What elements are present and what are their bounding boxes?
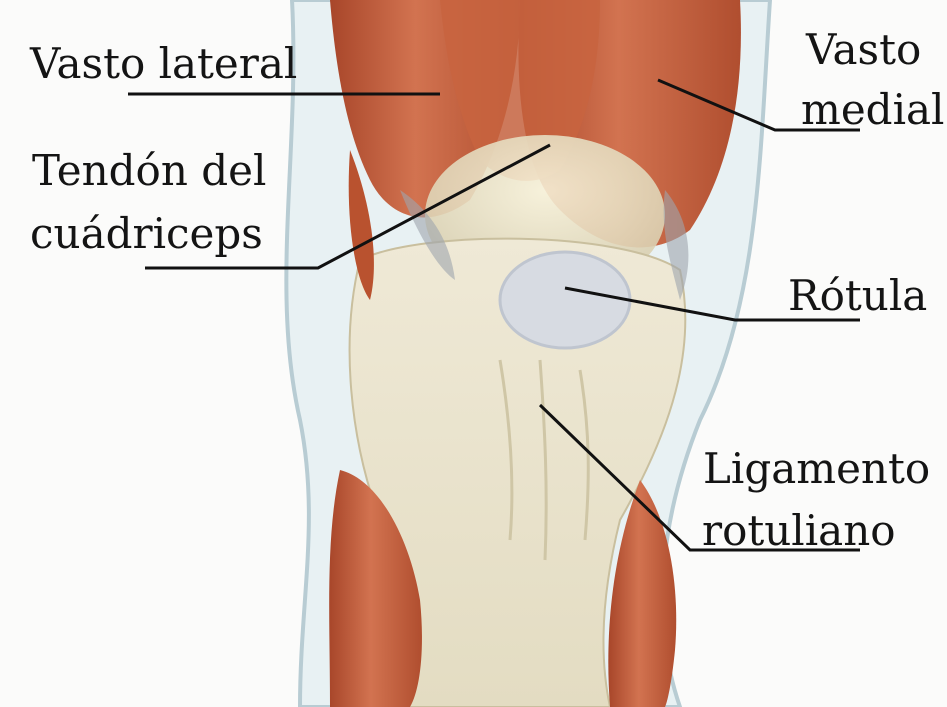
label-vasto-lateral: Vasto lateral xyxy=(30,38,297,90)
label-vasto-medial-line1: Vasto xyxy=(806,24,921,76)
label-tendon-line2: cuádriceps xyxy=(30,208,263,260)
label-rotula: Rótula xyxy=(788,270,927,322)
label-tendon-line1: Tendón del xyxy=(32,145,266,197)
patella-shape xyxy=(500,252,630,348)
label-ligamento-line1: Ligamento xyxy=(703,443,930,495)
label-ligamento-line2: rotuliano xyxy=(702,505,896,557)
label-vasto-medial-line2: medial xyxy=(801,84,944,136)
